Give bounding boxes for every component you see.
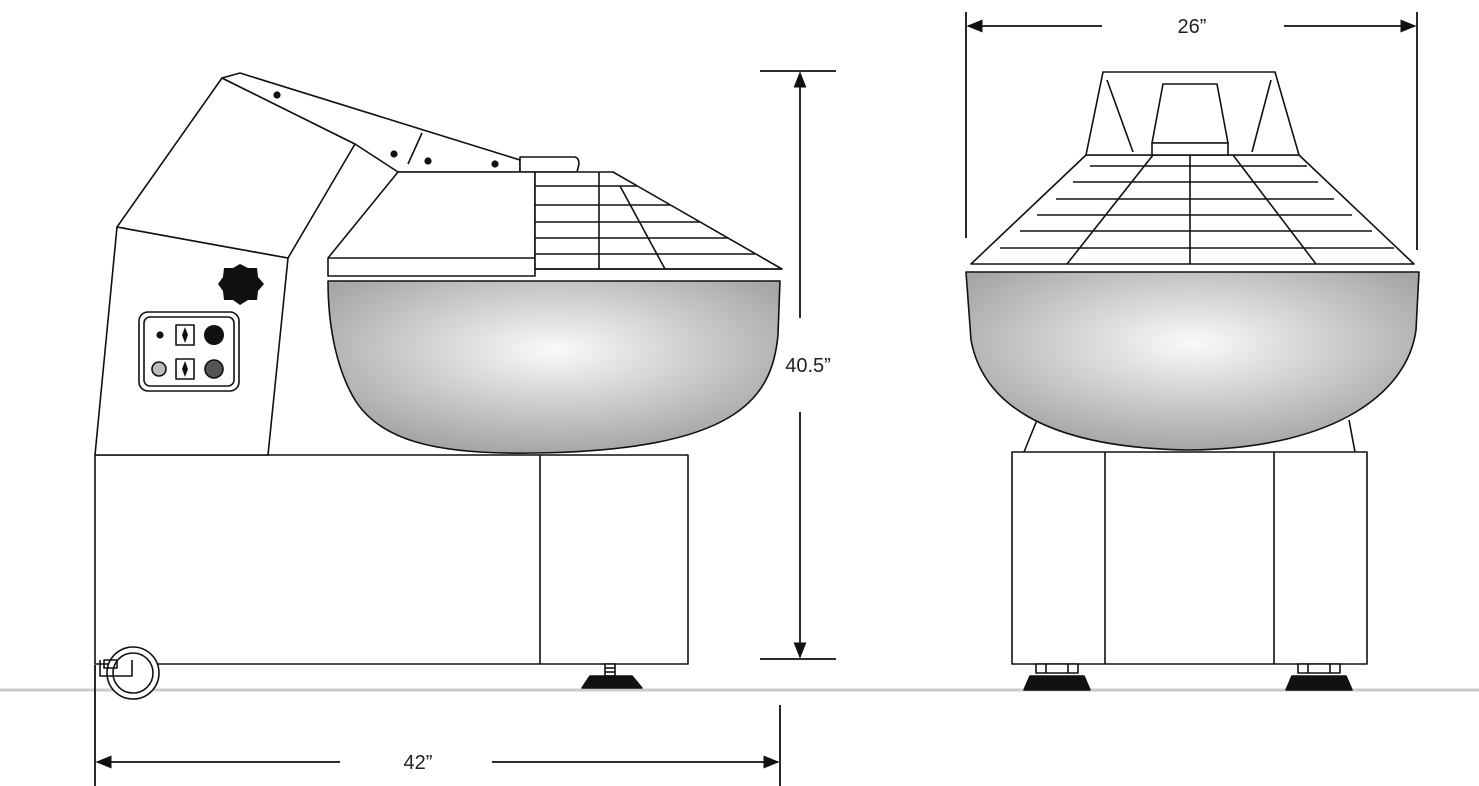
side-base-cabinet — [94, 454, 689, 665]
side-depth-label: 42” — [404, 752, 433, 774]
front-grid-cover — [970, 154, 1415, 265]
front-foot-left — [1023, 663, 1091, 691]
front-width-label: 26” — [1178, 16, 1207, 38]
stop-button — [204, 359, 224, 379]
side-leveling-foot — [581, 663, 643, 689]
side-view — [94, 72, 783, 700]
front-base-cabinet — [1011, 451, 1368, 665]
side-depth-dimension — [94, 665, 781, 786]
front-bowl — [965, 271, 1420, 451]
height-dimension — [760, 70, 836, 660]
side-bowl — [327, 280, 781, 454]
side-grid-cover — [534, 171, 783, 270]
front-width-dimension — [965, 12, 1418, 250]
height-label: 40.5” — [785, 355, 831, 377]
control-panel — [138, 311, 240, 392]
caster-wheel — [99, 646, 160, 700]
side-lid-block — [327, 171, 536, 277]
front-view — [965, 71, 1420, 691]
pilot-light — [151, 361, 167, 377]
side-arm-cap — [519, 156, 580, 173]
start-button — [204, 325, 224, 345]
timer-knob — [218, 264, 264, 305]
indicator-dot — [156, 331, 164, 339]
front-foot-right — [1285, 663, 1353, 691]
